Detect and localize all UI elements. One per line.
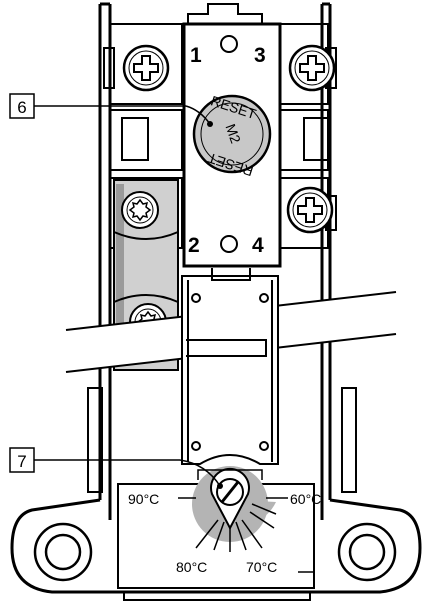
terminal-label-3: 3 bbox=[254, 44, 266, 67]
callout-number-7: 7 bbox=[17, 452, 26, 471]
dial-mark-60: 60°C bbox=[290, 491, 321, 507]
terminal-label-4: 4 bbox=[252, 234, 264, 257]
dial-panel bbox=[117, 466, 315, 589]
terminal-screw-3-icon bbox=[288, 44, 336, 92]
dial-mark-90: 90°C bbox=[128, 491, 159, 507]
terminal-screw-1-icon bbox=[122, 44, 170, 92]
reset-button: RESET M2 RESET bbox=[192, 92, 272, 180]
housing bbox=[10, 2, 422, 601]
callout-6 bbox=[9, 93, 213, 127]
clamp-screw-upper-icon bbox=[121, 191, 159, 229]
terminal-label-1: 1 bbox=[190, 44, 202, 67]
dial-mark-70: 70°C bbox=[246, 559, 277, 575]
cover-plate bbox=[181, 268, 279, 465]
callout-7 bbox=[9, 447, 223, 489]
reset-model-code: M2 bbox=[222, 122, 244, 146]
terminal-label-2: 2 bbox=[188, 234, 200, 257]
callout-number-6: 6 bbox=[17, 98, 26, 117]
dial-mark-80: 80°C bbox=[176, 559, 207, 575]
top-clip bbox=[187, 3, 263, 26]
terminal-screw-4-icon bbox=[286, 186, 334, 234]
